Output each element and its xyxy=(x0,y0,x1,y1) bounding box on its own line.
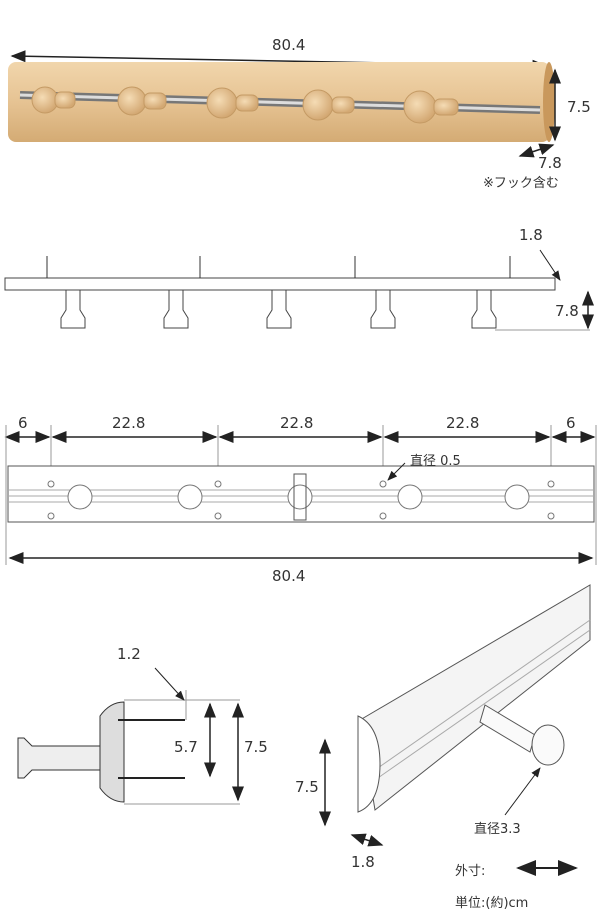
spacing-label: 6 xyxy=(566,414,576,432)
perspective-view-drawing xyxy=(319,584,591,876)
side-depth-label: 7.8 xyxy=(555,302,579,320)
outer-dimension-legend: 外寸: xyxy=(455,864,486,879)
perspective-thickness-label: 1.8 xyxy=(351,853,375,871)
depth-label: 7.8 xyxy=(538,154,562,172)
screw-spacing-label: 5.7 xyxy=(174,738,198,756)
spacing-label: 22.8 xyxy=(446,414,480,432)
wooden-rack-photo xyxy=(8,50,561,158)
height-label: 7.5 xyxy=(567,98,591,116)
back-view-drawing xyxy=(4,425,597,565)
spacing-label: 22.8 xyxy=(280,414,314,432)
section-view-drawing xyxy=(17,667,244,805)
plate-thickness-label: 1.8 xyxy=(519,226,543,244)
side-view-drawing xyxy=(4,249,594,331)
knob-diameter-label: 直径3.3 xyxy=(474,822,521,837)
spacing-label: 22.8 xyxy=(112,414,146,432)
section-height-label: 7.5 xyxy=(244,738,268,756)
unit-legend: 単位:(約)cm xyxy=(455,896,529,911)
spacing-label: 6 xyxy=(18,414,28,432)
perspective-height-label: 7.5 xyxy=(295,778,319,796)
total-length-label: 80.4 xyxy=(272,36,306,54)
offset-label: 1.2 xyxy=(117,645,141,663)
back-length-label: 80.4 xyxy=(272,567,306,585)
hole-diameter-label: 直径 0.5 xyxy=(410,454,461,469)
hook-included-note: ※フック含む xyxy=(483,176,559,191)
